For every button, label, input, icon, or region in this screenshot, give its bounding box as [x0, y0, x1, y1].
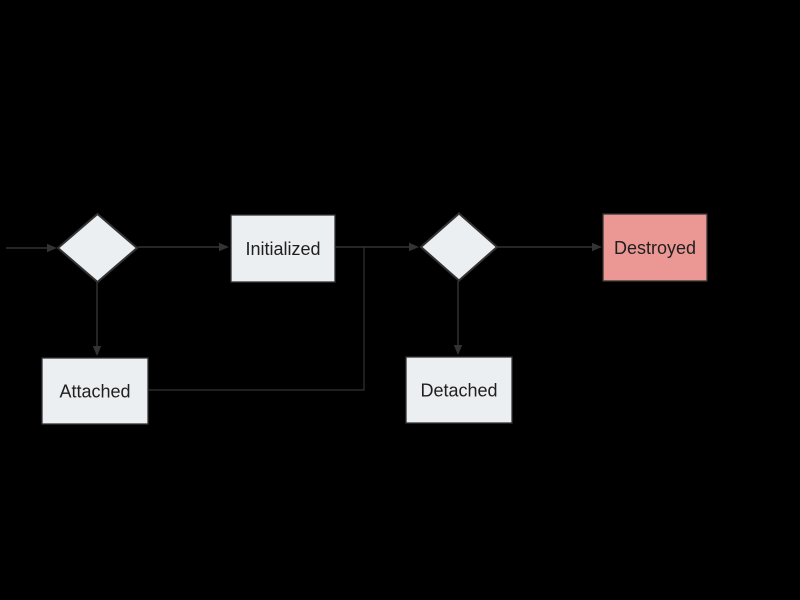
- arrowhead-initialized-to-decision2: [409, 242, 419, 252]
- node-decision2-diamond: [419, 212, 499, 282]
- node-detached: [405, 356, 513, 424]
- arrowhead-decision2-to-destroyed: [592, 242, 602, 252]
- edge-attached-join-elbow: [148, 247, 365, 391]
- arrowhead-decision1-to-initialized: [219, 242, 229, 252]
- node-initialized-label: Initialized: [245, 239, 320, 259]
- node-destroyed-label: Destroyed: [614, 238, 696, 258]
- node-layer: Initialized Attached Detached Destroyed: [41, 212, 708, 425]
- node-initialized: [230, 214, 336, 283]
- edge-layer: [6, 242, 602, 391]
- node-decision1-diamond: [56, 212, 139, 284]
- arrowhead-start-to-decision1: [47, 243, 57, 253]
- node-destroyed: [602, 213, 708, 282]
- node-attached-label: Attached: [59, 382, 130, 402]
- node-attached: [41, 357, 149, 425]
- node-detached-label: Detached: [420, 381, 497, 401]
- arrowhead-decision2-to-detached: [453, 345, 463, 355]
- arrowhead-decision1-to-attached: [92, 346, 102, 356]
